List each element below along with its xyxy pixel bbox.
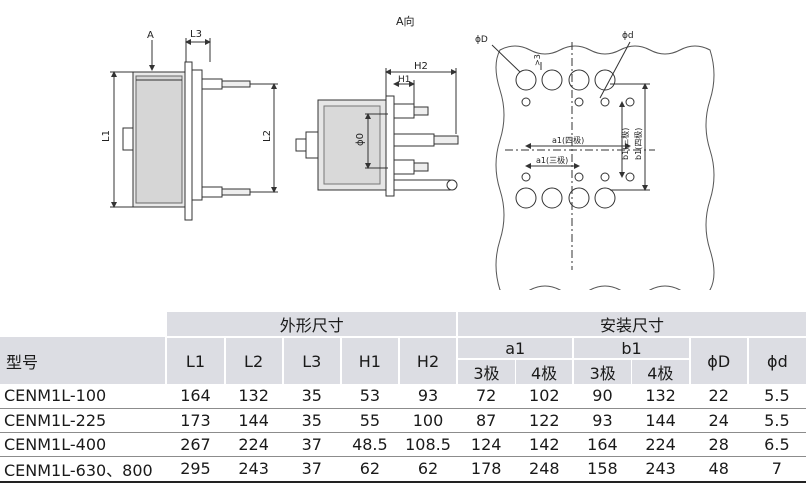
phiD-cell: 48: [689, 456, 748, 483]
a1-4pole-cell: 248: [515, 456, 574, 483]
side-view: A L3 L1 L2: [101, 29, 278, 221]
a1-3pole-cell: 178: [457, 456, 516, 483]
gap-label: >3: [533, 54, 542, 66]
view-a-title: A向: [396, 14, 415, 28]
dim-H2-label: H2: [414, 61, 428, 72]
a1-3pole-cell: 87: [457, 408, 516, 433]
header-a1-3pole: 3极: [456, 359, 516, 384]
phid-cell: 6.5: [747, 432, 806, 457]
phid-cell: 5.5: [747, 384, 806, 409]
header-L3: L3: [281, 337, 341, 384]
a1-4pole-cell: 142: [515, 432, 574, 457]
a1-4pole-cell: 122: [515, 408, 574, 433]
header-group-install: 安装尺寸: [456, 312, 806, 338]
phiD-label: ϕD: [475, 35, 488, 45]
L2-cell: 243: [224, 456, 283, 483]
dim-L1-label: L1: [101, 130, 112, 142]
mounting-view: [491, 41, 715, 290]
header-model: 型号: [0, 337, 167, 384]
spec-table: 外形尺寸 安装尺寸 型号 L1 L2 L3 H1 H2 a1 b1 ϕD ϕd …: [0, 312, 806, 483]
view-arrow-label: A: [147, 30, 154, 41]
header-blank-cell: [0, 312, 167, 337]
phid-cell: 5.5: [747, 408, 806, 433]
front-view: H2 H1 ϕ0: [295, 61, 459, 197]
b1-3pole-cell: 90: [573, 384, 632, 409]
header-b1-4pole: 4极: [631, 359, 690, 384]
a1-four-pole-label: a1(四极): [552, 135, 584, 145]
L3-cell: 35: [282, 384, 341, 409]
H1-cell: 53: [340, 384, 399, 409]
header-a1-4pole: 4极: [514, 359, 574, 384]
table-row: CENM1L-400 267 224 37 48.5 108.5 124 142…: [0, 432, 806, 457]
phid-cell: 7: [747, 456, 806, 483]
model-cell: CENM1L-100: [0, 384, 167, 409]
model-cell: CENM1L-630、800: [0, 456, 167, 483]
L3-cell: 37: [282, 432, 341, 457]
a1-4pole-cell: 102: [515, 384, 574, 409]
H2-cell: 108.5: [398, 432, 458, 457]
H2-cell: 100: [398, 408, 458, 433]
dim-L3-label: L3: [190, 29, 202, 40]
L2-cell: 224: [224, 432, 283, 457]
header-group-shape: 外形尺寸: [165, 312, 458, 338]
b1-three-pole-label: b1(三极): [620, 128, 630, 160]
H2-cell: 93: [398, 384, 458, 409]
H1-cell: 55: [340, 408, 399, 433]
header-phid: ϕd: [746, 337, 806, 384]
table-header-row-3: 3极 4极 3极 4极: [0, 359, 806, 384]
L3-cell: 37: [282, 456, 341, 483]
b1-3pole-cell: 93: [573, 408, 632, 433]
header-H2: H2: [397, 337, 458, 384]
H2-cell: 62: [398, 456, 458, 483]
dim-phi0-label: ϕ0: [355, 133, 366, 146]
phiD-cell: 28: [689, 432, 748, 457]
L3-cell: 35: [282, 408, 341, 433]
table-header-row-2: 型号 L1 L2 L3 H1 H2 a1 b1 ϕD ϕd: [0, 337, 806, 384]
a1-3pole-cell: 72: [457, 384, 516, 409]
H1-cell: 48.5: [340, 432, 399, 457]
table-row: CENM1L-100 164 132 35 53 93 72 102 90 13…: [0, 384, 806, 409]
b1-3pole-cell: 164: [573, 432, 632, 457]
L2-cell: 144: [224, 408, 283, 433]
b1-4pole-cell: 132: [631, 384, 690, 409]
dim-L2-label: L2: [262, 130, 273, 142]
L2-cell: 132: [224, 384, 283, 409]
b1-4pole-cell: 243: [631, 456, 690, 483]
model-cell: CENM1L-225: [0, 408, 167, 433]
header-b1-3pole: 3极: [572, 359, 632, 384]
model-cell: CENM1L-400: [0, 432, 167, 457]
header-H1: H1: [339, 337, 399, 384]
b1-4pole-cell: 144: [631, 408, 690, 433]
L1-cell: 164: [166, 384, 225, 409]
phid-label: ϕd: [622, 31, 634, 41]
header-phiD: ϕD: [688, 337, 748, 384]
header-a1: a1: [456, 337, 574, 360]
a1-3pole-cell: 124: [457, 432, 516, 457]
b1-3pole-cell: 158: [573, 456, 632, 483]
header-b1: b1: [572, 337, 690, 360]
header-L2: L2: [223, 337, 283, 384]
a1-three-pole-label: a1(三极): [536, 155, 568, 165]
L1-cell: 295: [166, 456, 225, 483]
L1-cell: 173: [166, 408, 225, 433]
table-row: CENM1L-630、800 295 243 37 62 62 178 248 …: [0, 456, 806, 483]
L1-cell: 267: [166, 432, 225, 457]
table-header-row-1: 外形尺寸 安装尺寸: [0, 312, 806, 338]
H1-cell: 62: [340, 456, 399, 483]
table-row: CENM1L-225 173 144 35 55 100 87 122 93 1…: [0, 408, 806, 433]
phiD-cell: 24: [689, 408, 748, 433]
header-L1: L1: [165, 337, 225, 384]
phiD-cell: 22: [689, 384, 748, 409]
b1-4pole-cell: 224: [631, 432, 690, 457]
b1-four-pole-label: b1(四极): [633, 128, 643, 160]
dim-H1-label: H1: [398, 75, 411, 85]
technical-drawing: A L3 L1 L2: [101, 14, 715, 290]
